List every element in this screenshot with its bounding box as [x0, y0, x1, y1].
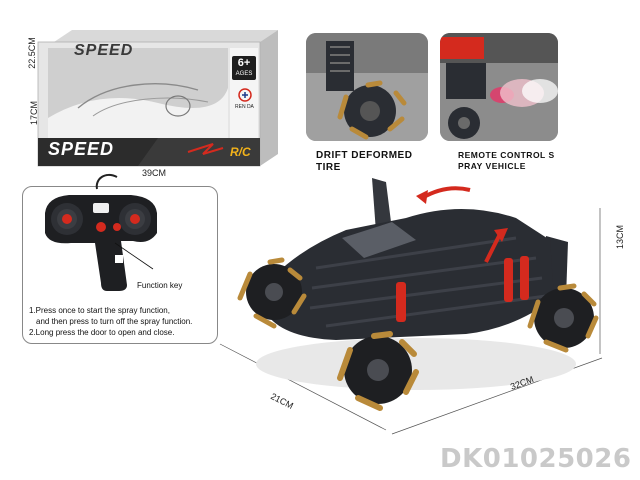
product-box: SPEED SPEED 6+ AGES REN DA R/C: [37, 28, 278, 168]
remote-controller-icon: [45, 173, 157, 291]
age-badge-number: 6+: [237, 57, 251, 69]
maker-name: REN DA: [235, 104, 254, 110]
rc-car-illustration: [219, 178, 603, 435]
wheel-front-right: [337, 331, 419, 411]
box-dim-height: 22.5CM: [26, 37, 37, 69]
feature-photo-spray: [440, 33, 558, 141]
function-key-pointer: [114, 242, 154, 270]
function-key-label: Function key: [137, 281, 183, 290]
caption-drift-tire: DRIFT DEFORMED TIRE: [316, 150, 413, 173]
caption-spray: REMOTE CONTROL S PRAY VEHICLE: [458, 150, 555, 171]
car-dim-height: 13CM: [615, 224, 626, 250]
remote-panel: Function key 1.Press once to start the s…: [22, 173, 218, 344]
instruction-line-2: and then press to turn off the spray fun…: [36, 317, 193, 326]
box-brand-large: SPEED: [48, 139, 115, 159]
rc-badge: R/C: [230, 145, 251, 159]
box-dim-depth: 17CM: [29, 100, 40, 126]
box-dim-width: 39CM: [142, 168, 167, 178]
wheel-front-left: [237, 257, 307, 329]
box-illustration: [37, 30, 278, 167]
age-badge: 6+ AGES: [232, 56, 256, 80]
instruction-line-3: 2.Long press the door to open and close.: [29, 328, 175, 337]
wheel-rear-right: [527, 283, 599, 353]
feature-photo-drift-tire: [306, 33, 428, 141]
maker-logo-icon: [238, 88, 252, 102]
product-sku: DK01025026: [440, 444, 632, 474]
instruction-line-1: 1.Press once to start the spray function…: [29, 306, 170, 315]
age-badge-label: AGES: [235, 71, 253, 77]
box-brand-small: SPEED: [74, 42, 134, 59]
remote-instructions: 1.Press once to start the spray function…: [29, 305, 215, 338]
